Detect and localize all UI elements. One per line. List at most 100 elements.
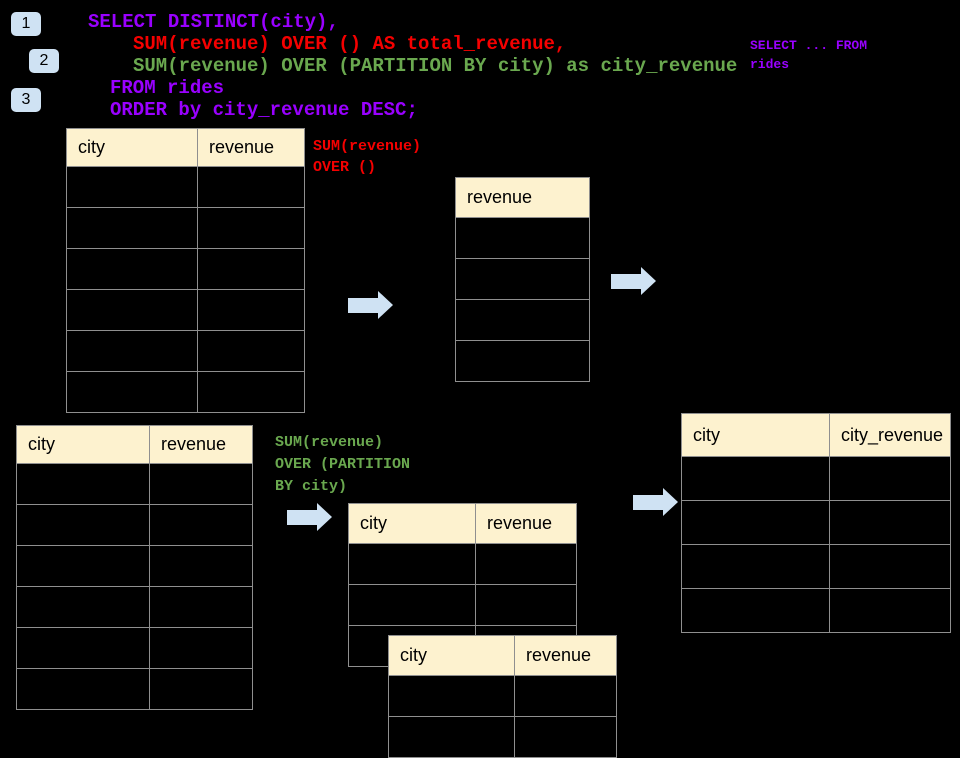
table-row <box>16 668 253 710</box>
empty-cell <box>16 668 150 710</box>
empty-cell <box>149 668 253 710</box>
sql-line-from: FROM rides <box>110 77 225 99</box>
arrow-head <box>317 503 332 531</box>
empty-cell <box>16 463 150 505</box>
arrow-head <box>378 291 393 319</box>
empty-cell <box>149 504 253 546</box>
empty-cell <box>388 716 515 758</box>
empty-cell <box>455 258 590 300</box>
table-row <box>681 456 951 501</box>
empty-cell <box>149 463 253 505</box>
column-header-revenue: revenue <box>455 177 590 218</box>
empty-cell <box>197 248 305 290</box>
empty-cell <box>514 675 617 717</box>
table-row <box>16 463 253 505</box>
empty-cell <box>197 207 305 249</box>
empty-cell <box>66 371 198 413</box>
empty-cell <box>455 299 590 341</box>
empty-cell <box>681 500 830 545</box>
table-row <box>16 545 253 587</box>
empty-cell <box>681 456 830 501</box>
table-row <box>681 544 951 589</box>
column-header-revenue: revenue <box>197 128 305 167</box>
slide-canvas: { "badges": [ {"label": "1"}, {"label": … <box>11 11 951 758</box>
column-header-city: city <box>681 413 830 457</box>
empty-cell <box>16 627 150 669</box>
empty-cell <box>455 340 590 382</box>
partition-annotation: SUM(revenue) OVER (PARTITION BY city) <box>275 434 411 495</box>
empty-cell <box>197 166 305 208</box>
sql-line-order-by: ORDER by city_revenue DESC; <box>110 99 418 121</box>
sql-line-city-revenue: SUM(revenue) OVER (PARTITION BY city) as… <box>133 55 738 77</box>
table-row <box>455 258 590 300</box>
total-revenue-annotation: SUM(revenue) OVER () <box>313 138 422 176</box>
column-header-revenue: revenue <box>475 503 577 544</box>
table-row <box>66 166 305 208</box>
column-header-city: city <box>348 503 476 544</box>
column-header-city: city <box>16 425 150 464</box>
empty-cell <box>149 545 253 587</box>
empty-cell <box>66 330 198 372</box>
empty-cell <box>16 545 150 587</box>
sql-line-select: SELECT DISTINCT(city), <box>88 11 339 33</box>
flow-arrow-icon <box>611 267 657 296</box>
table-row <box>66 289 305 331</box>
empty-cell <box>829 588 951 633</box>
table-row <box>16 627 253 669</box>
empty-cell <box>514 716 617 758</box>
empty-cell <box>475 584 577 626</box>
table-row <box>66 248 305 290</box>
empty-cell <box>197 289 305 331</box>
empty-cell <box>348 584 476 626</box>
table-row <box>348 584 577 626</box>
empty-cell <box>149 586 253 628</box>
empty-cell <box>829 456 951 501</box>
empty-cell <box>348 543 476 585</box>
empty-cell <box>455 217 590 259</box>
table-row <box>681 500 951 545</box>
empty-cell <box>197 371 305 413</box>
step-badge-3: 3 <box>11 88 41 112</box>
empty-cell <box>16 504 150 546</box>
table-row <box>16 586 253 628</box>
table-row <box>388 716 617 758</box>
empty-cell <box>66 207 198 249</box>
empty-cell <box>829 500 951 545</box>
column-header-city: city <box>388 635 515 676</box>
sql-line-total-revenue: SUM(revenue) OVER () AS total_revenue, <box>133 33 567 55</box>
select-from-rides-note: SELECT ... FROM rides <box>750 38 868 72</box>
table-row <box>455 217 590 259</box>
table-row <box>348 543 577 585</box>
empty-cell <box>66 248 198 290</box>
table-total-revenue-result: revenue <box>455 177 590 382</box>
column-header-city_revenue: city_revenue <box>829 413 951 457</box>
table-row <box>388 675 617 717</box>
empty-cell <box>829 544 951 589</box>
table-row <box>66 371 305 413</box>
empty-cell <box>197 330 305 372</box>
step-badge-2: 2 <box>29 49 59 73</box>
table-row <box>455 299 590 341</box>
table-row <box>455 340 590 382</box>
arrow-shaft <box>633 495 663 510</box>
empty-cell <box>16 586 150 628</box>
flow-arrow-icon <box>287 503 333 532</box>
arrow-head <box>663 488 678 516</box>
table-row <box>66 330 305 372</box>
column-header-revenue: revenue <box>149 425 253 464</box>
empty-cell <box>149 627 253 669</box>
table-row <box>681 588 951 633</box>
step-badge-1: 1 <box>11 12 41 36</box>
table-row <box>16 504 253 546</box>
empty-cell <box>66 289 198 331</box>
empty-cell <box>66 166 198 208</box>
flow-arrow-icon <box>633 488 679 517</box>
empty-cell <box>681 544 830 589</box>
flow-arrow-icon <box>348 291 394 320</box>
table-row <box>66 207 305 249</box>
